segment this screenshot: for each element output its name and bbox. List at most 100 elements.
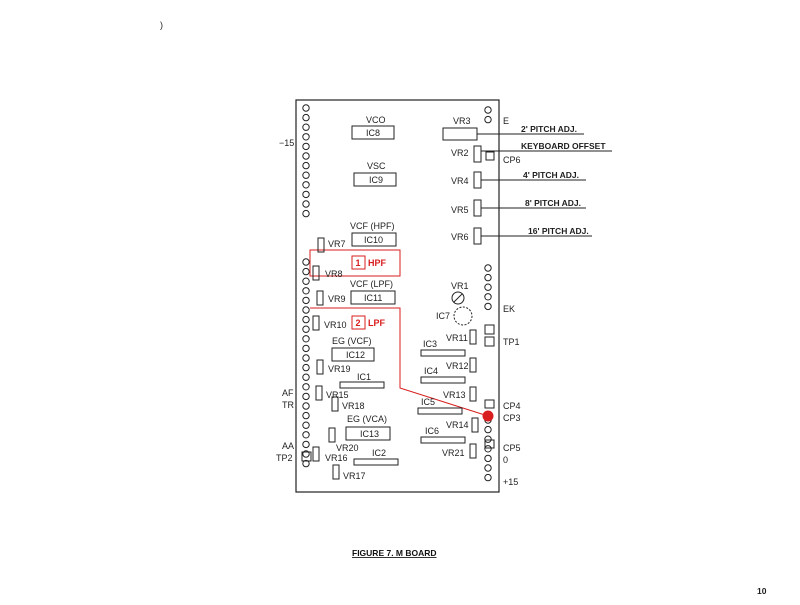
- section-eg-vca: EG (VCA): [347, 414, 387, 424]
- section-eg-vcf: EG (VCF): [332, 336, 372, 346]
- pin: [484, 445, 492, 453]
- pin: [302, 383, 310, 391]
- pin: [302, 190, 310, 199]
- ic8-outline: [351, 125, 395, 140]
- pin: [302, 440, 310, 449]
- ic12-outline: [331, 347, 375, 362]
- connector-ek: EK: [503, 304, 515, 314]
- pin: [484, 454, 492, 463]
- cp3-marker: [482, 410, 494, 422]
- ic12-label: IC12: [346, 350, 365, 360]
- pin: [302, 296, 310, 305]
- vr5-label: VR5: [451, 205, 469, 215]
- figure-caption: FIGURE 7. M BOARD: [352, 548, 437, 558]
- connector-minus15: −15: [279, 138, 294, 148]
- ic8-label: IC8: [366, 128, 380, 138]
- vr1-slot: [453, 293, 463, 303]
- vr17-body: [332, 464, 340, 480]
- connector-zero: 0: [503, 455, 508, 465]
- connector-plus15: +15: [503, 477, 518, 487]
- pin: [302, 450, 310, 458]
- vr9-body: [316, 290, 324, 306]
- hpf-number: 1: [356, 258, 361, 268]
- vr7-label: VR7: [328, 239, 346, 249]
- vr15-label: VR15: [326, 390, 349, 400]
- pin: [302, 133, 310, 141]
- ic11-label: IC11: [364, 293, 382, 303]
- ic5-label: IC5: [421, 397, 435, 407]
- vr20-body: [328, 427, 336, 443]
- section-vcf-lpf: VCF (LPF): [350, 279, 393, 289]
- connector-tp2: TP2: [276, 453, 293, 463]
- lpf-number: 2: [356, 318, 361, 328]
- ic5-outline: [417, 407, 463, 415]
- lpf-pointer-line: [399, 334, 489, 417]
- pin: [302, 171, 310, 179]
- vr2-label: VR2: [451, 148, 469, 158]
- right-pin-header-bottom: [484, 416, 492, 482]
- ic2-label: IC2: [372, 448, 386, 458]
- pin: [302, 161, 310, 170]
- section-vsc: VSC: [367, 161, 386, 171]
- vr5-body: [473, 199, 482, 217]
- pin: [302, 277, 310, 285]
- vr18-body: [331, 396, 339, 412]
- vr1-trimmer-icon: [451, 291, 465, 305]
- page-number: 10: [757, 586, 767, 596]
- pin: [484, 425, 492, 434]
- vr19-label: VR19: [328, 364, 351, 374]
- hpf-highlight-box: [309, 249, 401, 277]
- connector-af: AF: [282, 388, 294, 398]
- pin: [302, 421, 310, 429]
- vr8-body: [312, 265, 320, 281]
- ic6-outline: [420, 436, 466, 444]
- pin: [302, 335, 310, 343]
- pin: [302, 104, 310, 112]
- ic6-label: IC6: [425, 426, 439, 436]
- connector-aa: AA: [282, 441, 294, 451]
- lpf-label: LPF: [368, 318, 386, 328]
- cp5-pad: [484, 439, 495, 449]
- pin: [302, 402, 310, 410]
- pin: [302, 123, 310, 131]
- ic4-outline: [420, 376, 466, 384]
- vr3-body: [442, 127, 478, 141]
- pin: [302, 392, 310, 401]
- connector-tp1: TP1: [503, 337, 520, 347]
- pin: [302, 181, 310, 189]
- pin: [484, 283, 492, 291]
- vr11-body: [469, 329, 477, 345]
- vr3-label: VR3: [453, 116, 471, 126]
- vr11-label: VR11: [446, 333, 468, 343]
- section-vco: VCO: [366, 115, 386, 125]
- connector-cp3: CP3: [503, 413, 521, 423]
- pin: [484, 293, 492, 301]
- lpf-number-box: [351, 315, 366, 330]
- vr14-body: [471, 417, 479, 433]
- section-vcf-hpf: VCF (HPF): [350, 221, 395, 231]
- vr7-body: [317, 237, 325, 253]
- pin: [484, 435, 492, 443]
- pin: [302, 363, 310, 372]
- vr4-body: [473, 171, 482, 189]
- right-pin-header-top: [484, 106, 492, 124]
- lpf-highlight-box: [310, 307, 401, 334]
- vr6-body: [473, 227, 482, 245]
- callout-pitch16: 16' PITCH ADJ.: [528, 226, 589, 236]
- scan-mark: ): [160, 20, 163, 30]
- pin: [302, 258, 310, 266]
- vr16-label: VR16: [325, 453, 348, 463]
- vr15-body: [315, 385, 323, 401]
- ic13-outline: [345, 426, 391, 441]
- vr2-body: [473, 145, 482, 163]
- right-pin-header-middle: [484, 264, 492, 311]
- pin: [302, 209, 310, 218]
- callout-pitch8: 8' PITCH ADJ.: [525, 198, 581, 208]
- connector-cp6: CP6: [503, 155, 521, 165]
- hpf-label: HPF: [368, 258, 387, 268]
- vr1-label: VR1: [451, 281, 469, 291]
- pin: [302, 459, 310, 468]
- pin: [302, 411, 310, 420]
- vr9-label: VR9: [328, 294, 346, 304]
